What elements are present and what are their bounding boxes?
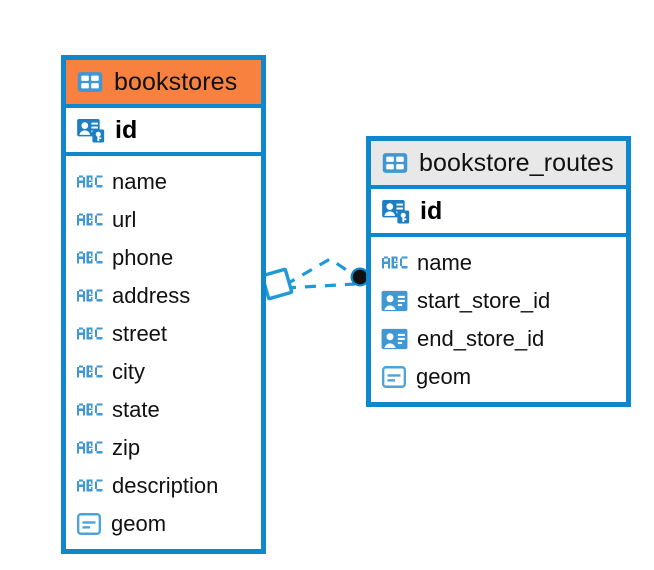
- field-label: city: [112, 359, 145, 384]
- field-label: url: [112, 207, 137, 232]
- primary-key-label: id: [115, 115, 138, 144]
- geometry-icon: [381, 364, 407, 390]
- relationship-line-lower: [284, 282, 356, 290]
- entity-table-bookstores[interactable]: bookstores id: [61, 55, 266, 554]
- field-row-street[interactable]: street: [66, 315, 261, 353]
- field-label: end_store_id: [417, 326, 545, 351]
- field-row-url[interactable]: url: [66, 201, 261, 239]
- table-icon: [381, 149, 409, 177]
- abc-text-icon: [76, 173, 103, 191]
- geometry-icon: [76, 511, 102, 537]
- abc-text-icon: [76, 439, 103, 457]
- field-row-city[interactable]: city: [66, 353, 261, 391]
- primary-key-icon: [76, 115, 106, 145]
- abc-text-icon: [76, 211, 103, 229]
- abc-text-icon: [76, 401, 103, 419]
- abc-text-icon: [381, 254, 408, 272]
- abc-text-icon: [76, 363, 103, 381]
- field-row-end-store-id[interactable]: end_store_id: [371, 320, 626, 358]
- field-label: name: [112, 169, 168, 194]
- field-row-geom[interactable]: geom: [66, 505, 261, 543]
- field-label: start_store_id: [417, 288, 551, 313]
- field-row-address[interactable]: address: [66, 277, 261, 315]
- table-icon: [76, 68, 104, 96]
- entity-header-bookstore-routes[interactable]: bookstore_routes: [371, 141, 626, 189]
- field-label: zip: [112, 435, 141, 460]
- abc-text-icon: [76, 325, 103, 343]
- entity-title: bookstore_routes: [419, 148, 614, 177]
- field-row-state[interactable]: state: [66, 391, 261, 429]
- field-row-description[interactable]: description: [66, 467, 261, 505]
- field-list: name u: [66, 156, 261, 549]
- abc-text-icon: [76, 249, 103, 267]
- field-label: geom: [416, 364, 472, 389]
- abc-text-icon: [76, 287, 103, 305]
- foreign-key-icon: [381, 288, 408, 315]
- entity-header-bookstores[interactable]: bookstores: [66, 60, 261, 108]
- field-label: geom: [111, 511, 167, 536]
- field-label: phone: [112, 245, 174, 270]
- primary-key-icon: [381, 196, 411, 226]
- field-list: name start_store_id: [371, 237, 626, 402]
- field-label: address: [112, 283, 191, 308]
- abc-text-icon: [76, 477, 103, 495]
- field-row-geom[interactable]: geom: [371, 358, 626, 396]
- field-label: street: [112, 321, 168, 346]
- primary-key-row[interactable]: id: [371, 189, 626, 237]
- field-label: name: [417, 250, 473, 275]
- field-row-phone[interactable]: phone: [66, 239, 261, 277]
- foreign-key-icon: [381, 326, 408, 353]
- entity-title: bookstores: [114, 67, 238, 96]
- relationship-line-upper: [284, 257, 358, 287]
- field-row-name[interactable]: name: [371, 244, 626, 282]
- field-label: description: [112, 473, 219, 498]
- primary-key-label: id: [420, 196, 443, 225]
- field-row-zip[interactable]: zip: [66, 429, 261, 467]
- field-row-name[interactable]: name: [66, 163, 261, 201]
- field-row-start-store-id[interactable]: start_store_id: [371, 282, 626, 320]
- primary-key-row[interactable]: id: [66, 108, 261, 156]
- entity-table-bookstore-routes[interactable]: bookstore_routes id: [366, 136, 631, 407]
- field-label: state: [112, 397, 160, 422]
- diamond-handle-icon[interactable]: [260, 267, 294, 301]
